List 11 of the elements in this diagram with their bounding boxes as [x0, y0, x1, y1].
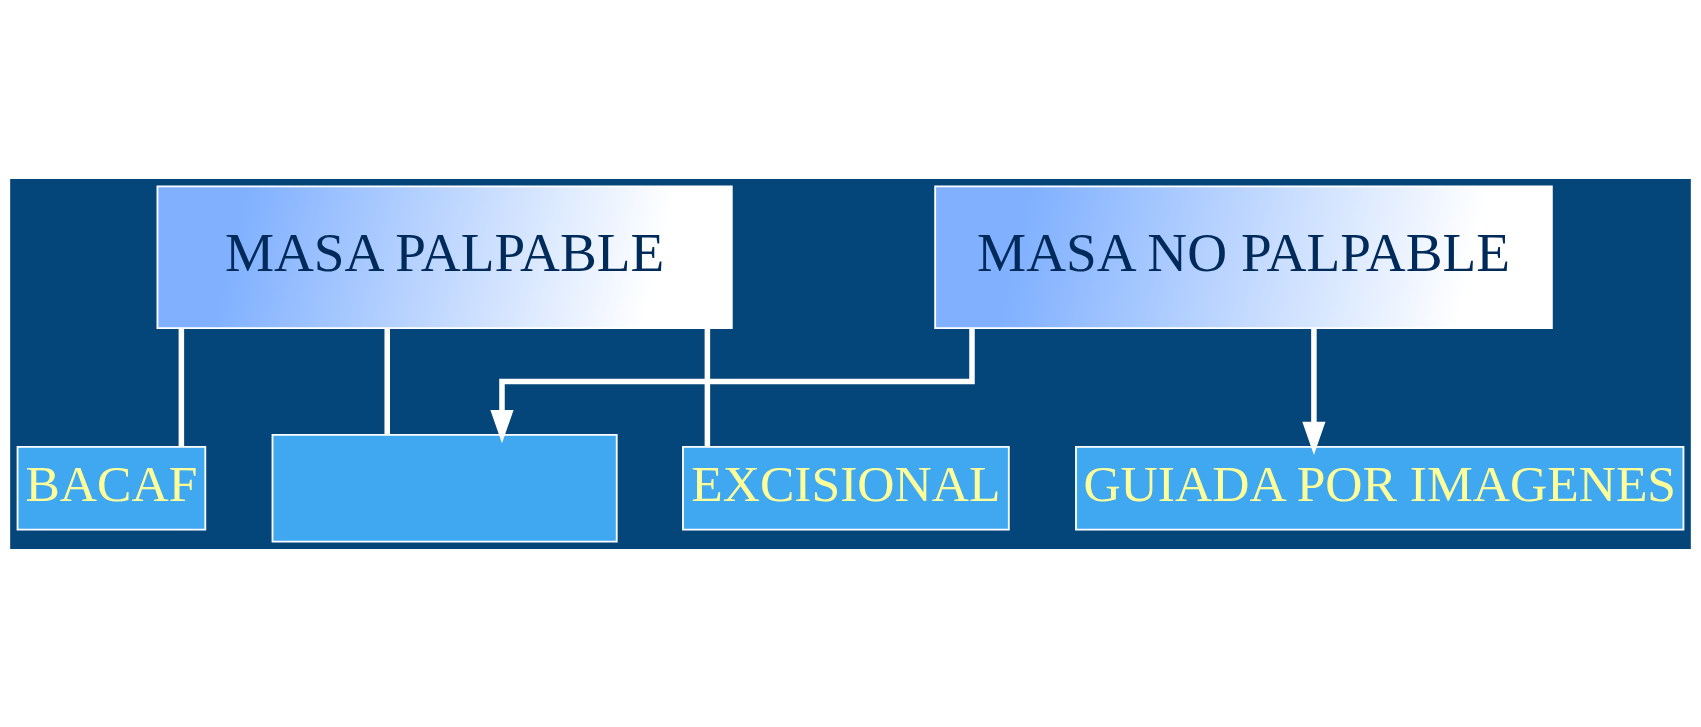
node-box: EXCISIONAL	[682, 445, 1010, 531]
node-box	[271, 433, 618, 543]
node-box: GUIADA POR IMAGENES	[1075, 445, 1685, 531]
connector	[384, 327, 390, 435]
arrow	[1302, 327, 1326, 455]
connector	[178, 327, 185, 446]
arrow	[490, 328, 975, 443]
node-box: BACAF	[16, 445, 207, 531]
connector	[704, 327, 711, 446]
node-box: MASA PALPABLE	[156, 184, 733, 329]
node-box: MASA NO PALPABLE	[934, 184, 1553, 329]
